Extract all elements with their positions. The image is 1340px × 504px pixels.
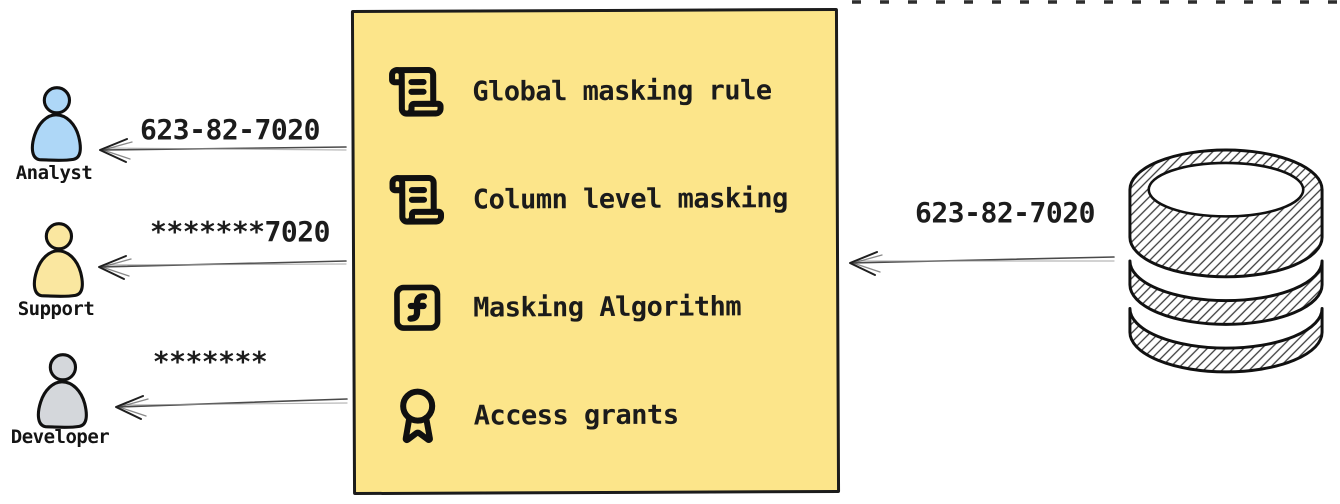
- persona-label-analyst: Analyst: [15, 162, 93, 184]
- db-value-label: 623-82-7020: [915, 196, 1095, 229]
- person-icon: [32, 222, 84, 298]
- masking-box-item-label: Access grants: [473, 399, 679, 432]
- masking-box-item-label: Global masking rule: [472, 74, 772, 108]
- award-icon: [400, 388, 436, 443]
- masked-value-analyst: 623-82-7020: [140, 113, 320, 146]
- masking-box-item: Masking Algorithm: [388, 275, 836, 339]
- persona-label-developer: Developer: [10, 426, 110, 448]
- arrow-to-developer: [115, 395, 348, 420]
- scroll-text-icon: [389, 174, 445, 225]
- person-icon: [36, 353, 88, 429]
- masking-box-item: Global masking rule: [387, 59, 835, 123]
- person-icon: [30, 86, 82, 162]
- masking-box-item: Access grants: [389, 383, 837, 447]
- masking-box: Global masking rule Column level masking…: [350, 7, 841, 496]
- arrow-to-support: [98, 255, 347, 280]
- function-square-icon: [394, 284, 441, 331]
- masking-box-item: Column level masking: [388, 167, 836, 231]
- database-icon: [1128, 148, 1324, 374]
- arrow-db-to-box: [849, 251, 1115, 276]
- masked-value-developer: *******: [152, 345, 268, 378]
- masking-box-item-label: Column level masking: [472, 182, 788, 216]
- scroll-text-icon: [389, 66, 444, 117]
- masking-box-item-label: Masking Algorithm: [473, 290, 742, 324]
- persona-label-support: Support: [17, 298, 95, 320]
- masked-value-support: *******7020: [150, 215, 330, 248]
